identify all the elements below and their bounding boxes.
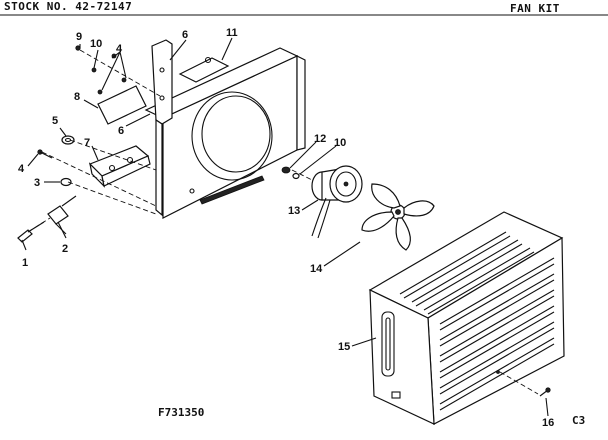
callout-1: 1 [22, 257, 28, 269]
switch-part [47, 195, 77, 235]
callout-14: 14 [310, 263, 323, 275]
assembly-lines [27, 49, 313, 233]
stock-number-label: STOCK NO. 42-72147 [4, 0, 133, 13]
side-bracket-part [151, 39, 173, 217]
kit-title: FAN KIT [510, 2, 560, 15]
grille-cabinet-part [368, 211, 565, 425]
callout-4b: 4 [116, 43, 123, 55]
knob-part [17, 221, 45, 243]
page-code: C3 [572, 414, 585, 427]
callout-15: 15 [338, 341, 350, 353]
callout-13: 13 [288, 205, 300, 217]
nut-10-part [292, 172, 300, 180]
callout-11: 11 [226, 27, 238, 39]
callout-9: 9 [76, 31, 82, 43]
screw-16-part [499, 371, 551, 397]
callout-6a: 6 [182, 29, 188, 41]
callout-5: 5 [52, 115, 58, 127]
switch-bracket-part [88, 145, 151, 188]
callout-3: 3 [34, 177, 40, 189]
mounting-plate-part [97, 85, 147, 125]
nut-part [60, 177, 72, 187]
callout-2: 2 [62, 243, 68, 255]
callout-16: 16 [542, 417, 554, 429]
grommet-part [61, 135, 75, 145]
callout-labels: 1 2 3 4 4 5 6 6 7 8 9 10 10 11 12 13 14 … [18, 27, 554, 429]
drawing-number: F731350 [158, 406, 204, 419]
callout-10a: 10 [90, 38, 102, 50]
fan-blade-part [361, 183, 435, 251]
motor-part [311, 165, 363, 239]
callout-4a: 4 [18, 163, 25, 175]
washer-12-part [281, 166, 291, 174]
callout-7: 7 [84, 137, 90, 149]
callout-10b: 10 [334, 137, 346, 149]
leader-lines [21, 37, 549, 417]
callout-12: 12 [314, 133, 326, 145]
callout-6b: 6 [118, 125, 124, 137]
callout-8: 8 [74, 91, 80, 103]
fan-bracket-part [144, 47, 306, 219]
